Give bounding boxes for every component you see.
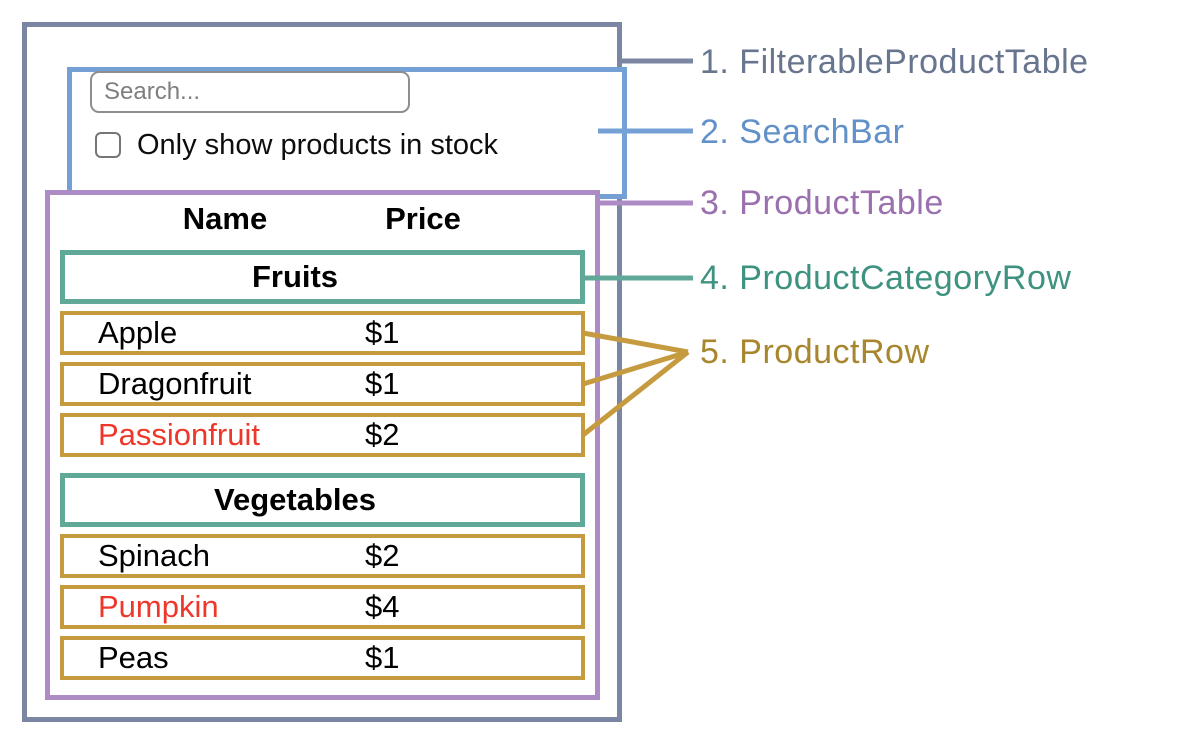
- product-price: $1: [365, 366, 400, 401]
- product-name: Passionfruit: [98, 417, 260, 452]
- search-input[interactable]: [90, 71, 410, 113]
- product-price: $2: [365, 417, 400, 452]
- product-price: $1: [365, 315, 400, 350]
- product-row-passionfruit: Passionfruit $2: [60, 413, 585, 457]
- product-name: Apple: [98, 315, 178, 350]
- product-name: Spinach: [98, 538, 211, 573]
- category-row-vegetables: Vegetables: [60, 473, 585, 527]
- category-row-fruits: Fruits: [60, 250, 585, 304]
- in-stock-checkbox[interactable]: [95, 132, 121, 158]
- column-header-name: Name: [182, 201, 268, 236]
- column-header-price: Price: [385, 201, 461, 236]
- product-row-peas: Peas $1: [60, 636, 585, 680]
- product-name: Pumpkin: [98, 589, 219, 624]
- product-name: Peas: [98, 640, 169, 675]
- product-price: $1: [365, 640, 400, 675]
- legend-filterable-product-table: 1. FilterableProductTable: [700, 43, 1089, 81]
- product-row-spinach: Spinach $2: [60, 534, 585, 578]
- product-row-dragonfruit: Dragonfruit $1: [60, 362, 585, 406]
- legend-product-row: 5. ProductRow: [700, 333, 930, 371]
- product-name: Dragonfruit: [98, 366, 252, 401]
- product-price: $4: [365, 589, 400, 624]
- legend-search-bar: 2. SearchBar: [700, 113, 905, 151]
- product-price: $2: [365, 538, 400, 573]
- legend-product-category-row: 4. ProductCategoryRow: [700, 259, 1072, 297]
- product-row-apple: Apple $1: [60, 311, 585, 355]
- product-row-pumpkin: Pumpkin $4: [60, 585, 585, 629]
- legend-product-table: 3. ProductTable: [700, 184, 944, 222]
- in-stock-checkbox-label: Only show products in stock: [137, 129, 499, 161]
